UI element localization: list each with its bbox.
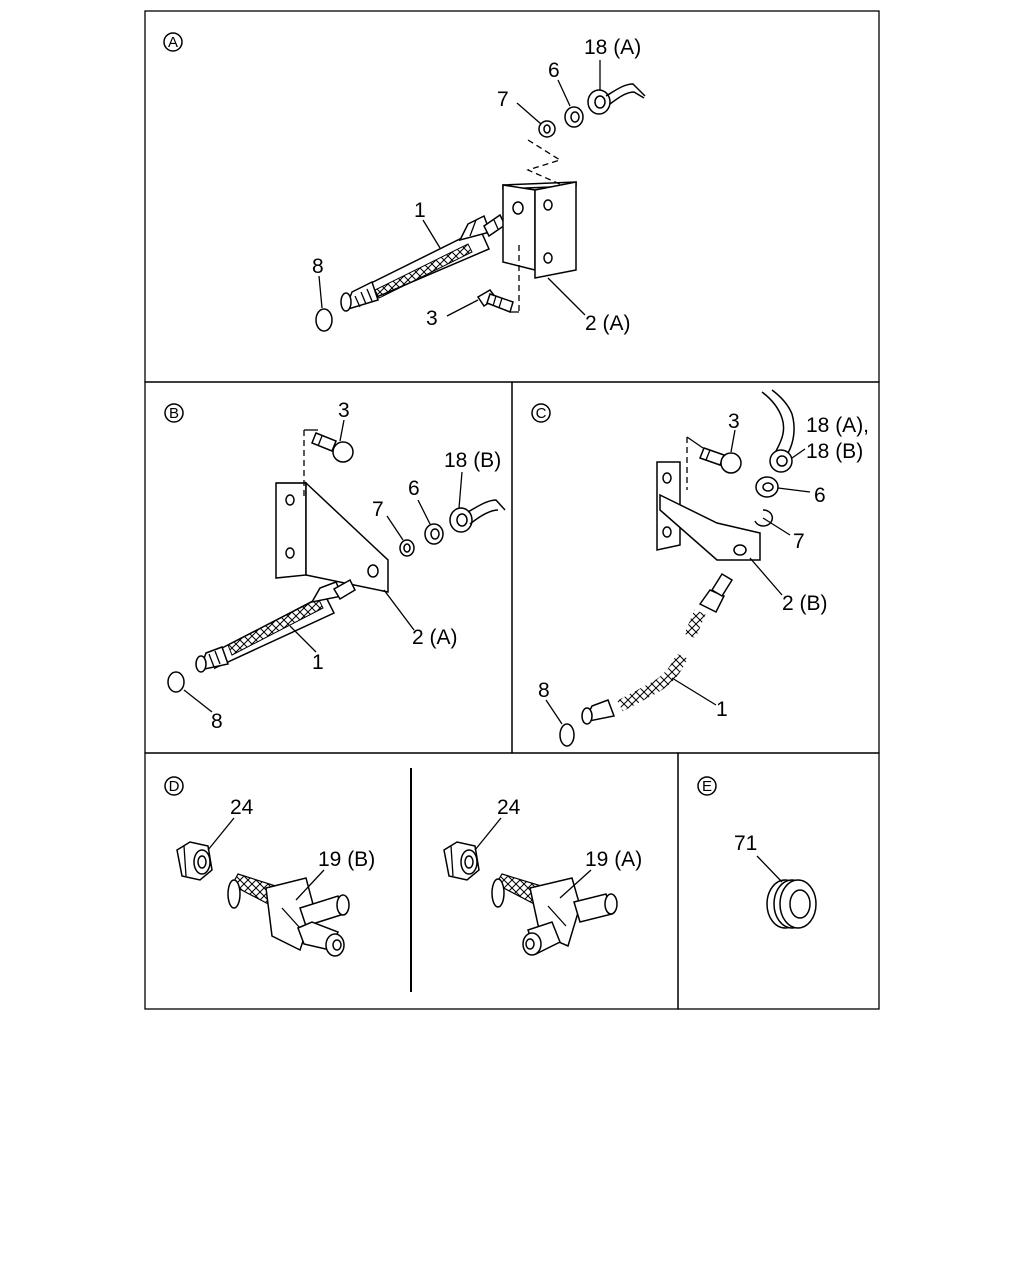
leader-line xyxy=(756,855,783,883)
leader-line xyxy=(557,79,571,107)
label-2a: 2 (A) xyxy=(412,626,458,649)
bracket-2a xyxy=(502,181,577,279)
label-6: 6 xyxy=(814,484,826,507)
section-marker-d: D xyxy=(164,776,184,796)
label-1: 1 xyxy=(312,651,324,674)
svg-text:E: E xyxy=(702,778,712,795)
leader-line xyxy=(383,589,415,631)
section-marker-b: B xyxy=(164,403,184,423)
bolt-3 xyxy=(476,289,514,313)
o-ring-8 xyxy=(559,723,575,747)
section-e: E 71 xyxy=(697,776,817,929)
label-8: 8 xyxy=(538,679,550,702)
label-18b: 18 (B) xyxy=(444,449,501,472)
leader-line xyxy=(422,219,441,249)
label-6: 6 xyxy=(548,59,560,82)
label-19b: 19 (B) xyxy=(318,848,375,871)
nut-6 xyxy=(424,523,444,545)
leader-line xyxy=(339,419,345,442)
fitting-18 xyxy=(761,389,795,473)
washer-7 xyxy=(399,539,415,557)
leader-line xyxy=(777,487,811,493)
label-8: 8 xyxy=(211,710,223,733)
leader-line xyxy=(516,102,542,125)
nut-24 xyxy=(176,841,213,881)
label-3: 3 xyxy=(728,410,740,433)
label-8: 8 xyxy=(312,255,324,278)
label-3: 3 xyxy=(426,307,438,330)
label-24: 24 xyxy=(497,796,521,819)
label-18b: 18 (B) xyxy=(806,440,863,463)
section-b: B xyxy=(164,399,506,733)
label-24: 24 xyxy=(230,796,254,819)
leader-line xyxy=(386,515,404,541)
label-2b: 2 (B) xyxy=(782,592,828,615)
section-d: D xyxy=(164,776,642,957)
nut-24 xyxy=(443,841,480,881)
svg-text:A: A xyxy=(168,34,178,51)
o-ring-8 xyxy=(315,308,333,332)
label-19a: 19 (A) xyxy=(585,848,642,871)
svg-text:D: D xyxy=(169,778,180,795)
section-marker-e: E xyxy=(697,776,717,796)
leader-line xyxy=(183,689,213,713)
section-marker-a: A xyxy=(163,32,183,52)
hose-1 xyxy=(340,213,506,312)
leader-line xyxy=(762,517,791,536)
section-marker-c: C xyxy=(531,403,551,423)
bracket-2a xyxy=(275,481,389,593)
fitting-18a xyxy=(587,83,646,115)
panel-c-border xyxy=(511,381,880,754)
leader-line xyxy=(417,499,431,525)
label-2a: 2 (A) xyxy=(585,312,631,335)
hose-1 xyxy=(581,572,734,725)
svg-text:B: B xyxy=(169,405,179,422)
label-7: 7 xyxy=(793,530,805,553)
label-18a: 18 (A), xyxy=(806,414,869,437)
assembly-line xyxy=(686,436,704,449)
washer-7 xyxy=(538,120,556,138)
assembly-line xyxy=(526,139,563,186)
leader-line xyxy=(749,557,783,596)
label-1: 1 xyxy=(716,698,728,721)
leader-line xyxy=(289,625,317,653)
fitting-18b xyxy=(449,499,506,533)
label-1: 1 xyxy=(414,199,426,222)
leader-line xyxy=(547,277,586,316)
bolt-3 xyxy=(699,447,742,474)
leader-line xyxy=(545,699,563,725)
leader-line xyxy=(458,471,463,509)
leader-line xyxy=(318,275,323,309)
bolt-3 xyxy=(311,432,354,463)
label-7: 7 xyxy=(497,88,509,111)
label-6: 6 xyxy=(408,477,420,500)
panel-e-border xyxy=(677,752,880,1010)
nut-6 xyxy=(755,476,779,498)
svg-text:C: C xyxy=(536,405,547,422)
section-c: C xyxy=(531,389,869,747)
leader-line xyxy=(207,817,235,851)
label-18a: 18 (A) xyxy=(584,36,641,59)
section-a: A xyxy=(163,32,646,335)
leader-line xyxy=(474,817,502,851)
leader-line xyxy=(295,869,325,901)
bracket-2b xyxy=(656,461,761,561)
leader-line xyxy=(791,448,806,459)
label-71: 71 xyxy=(734,832,757,855)
tee-fitting-19b xyxy=(227,873,350,957)
grommet-71 xyxy=(766,879,817,929)
o-ring-8 xyxy=(167,671,185,693)
tee-fitting-19a xyxy=(491,873,618,956)
label-3: 3 xyxy=(338,399,350,422)
nut-6 xyxy=(564,106,584,128)
leader-line xyxy=(559,869,592,899)
leader-line xyxy=(671,677,717,706)
label-7: 7 xyxy=(372,498,384,521)
leader-line xyxy=(446,299,479,317)
leader-line xyxy=(730,429,736,453)
hose-1 xyxy=(195,578,356,673)
